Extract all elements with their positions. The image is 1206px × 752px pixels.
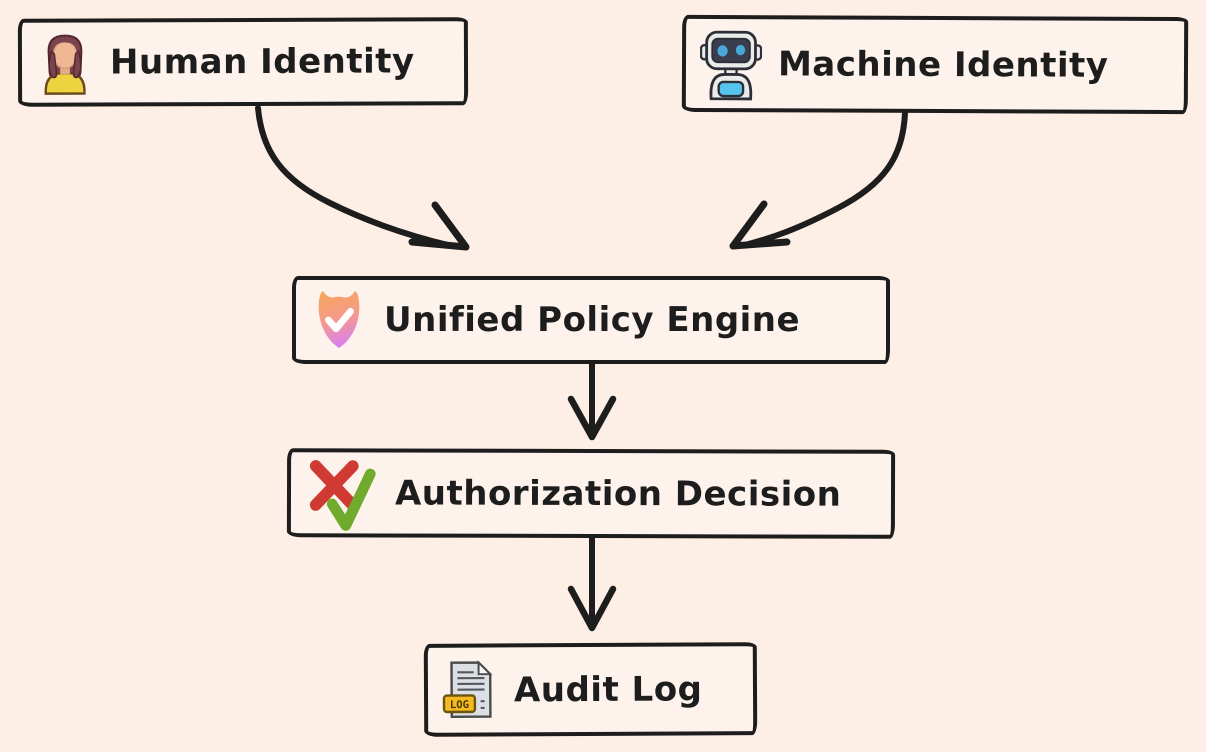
node-authorization-decision: Authorization Decision: [286, 448, 896, 539]
woman-icon: [36, 30, 94, 96]
node-human-identity: Human Identity: [17, 17, 469, 107]
node-label: Authorization Decision: [394, 472, 842, 515]
robot-icon: [699, 26, 763, 100]
node-label: Machine Identity: [777, 43, 1109, 86]
arrow-engine-to-decision: [567, 360, 617, 441]
arrow-decision-to-audit: [567, 535, 617, 632]
node-label: Audit Log: [513, 668, 703, 710]
verified-badge-icon: [310, 288, 368, 352]
log-document-icon: LOG: [442, 658, 498, 722]
node-unified-policy-engine: Unified Policy Engine: [292, 276, 890, 364]
arrow-human-to-engine: [255, 105, 470, 251]
arrow-machine-to-engine: [729, 110, 908, 250]
node-audit-log: LOG Audit Log: [423, 642, 758, 737]
node-label: Unified Policy Engine: [384, 300, 801, 340]
node-label: Human Identity: [109, 41, 415, 83]
cross-and-check-icon: [305, 453, 379, 533]
log-tag-text: LOG: [450, 698, 469, 711]
node-machine-identity: Machine Identity: [681, 14, 1189, 115]
